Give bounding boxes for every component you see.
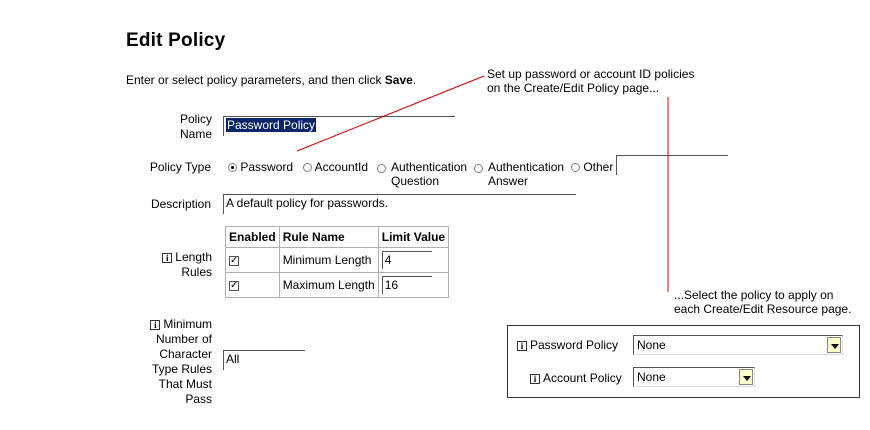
callout-top: Set up password or account ID policies o… [487, 67, 695, 95]
column-rule-name: Rule Name [278, 226, 379, 248]
column-enabled: Enabled [225, 226, 280, 248]
callout-line-top [296, 75, 485, 152]
rule-name-cell: Maximum Length [278, 272, 379, 298]
info-icon[interactable]: i [150, 319, 161, 330]
length-rules-table: Enabled Rule Name Limit Value ✓ Minimum … [225, 226, 450, 298]
radio-password[interactable] [228, 163, 237, 173]
info-icon[interactable]: i [162, 252, 173, 263]
table-row: ✓ Maximum Length 16 [225, 272, 450, 298]
policy-type-other[interactable]: Other [571, 160, 613, 174]
chevron-down-icon[interactable] [739, 369, 753, 385]
limit-value-input-min[interactable]: 4 [381, 251, 432, 269]
policy-name-label: Policy Name [179, 112, 212, 141]
save-reference: Save [384, 73, 413, 87]
info-icon[interactable]: i [530, 373, 540, 384]
policy-type-other-field[interactable] [616, 155, 728, 175]
enabled-checkbox-min[interactable]: ✓ [229, 254, 239, 266]
policy-type-accountid[interactable]: AccountId [303, 160, 368, 174]
table-header-row: Enabled Rule Name Limit Value [225, 226, 450, 248]
callout-bottom: ...Select the policy to apply on each Cr… [674, 288, 852, 316]
policy-type-label: Policy Type [149, 160, 211, 174]
policy-type-password[interactable]: Password [228, 160, 293, 174]
chevron-down-icon[interactable] [827, 337, 841, 353]
description-label: Description [150, 197, 211, 211]
policy-name-field[interactable]: Password Policy [223, 116, 455, 136]
radio-accountid[interactable] [303, 163, 312, 173]
radio-other[interactable] [571, 163, 580, 173]
description-field[interactable]: A default policy for passwords. [223, 194, 576, 214]
limit-value-input-max[interactable]: 16 [381, 276, 432, 294]
policy-type-auth-question[interactable]: Authentication Question [377, 160, 467, 188]
instructions: Enter or select policy parameters, and t… [126, 73, 417, 87]
password-policy-select[interactable]: None [633, 335, 843, 355]
account-policy-select[interactable]: None [633, 367, 755, 387]
table-row: ✓ Minimum Length 4 [225, 247, 450, 273]
enabled-checkbox-max[interactable]: ✓ [229, 279, 239, 291]
rule-name-cell: Minimum Length [278, 247, 379, 273]
radio-auth-answer[interactable] [474, 164, 483, 173]
page-title: Edit Policy [126, 30, 226, 51]
policy-type-auth-answer[interactable]: Authentication Answer [474, 160, 564, 188]
info-icon[interactable]: i [517, 340, 527, 351]
min-char-type-rules-field[interactable]: All [223, 350, 305, 370]
column-limit-value: Limit Value [377, 226, 450, 248]
radio-auth-question[interactable] [377, 164, 386, 173]
